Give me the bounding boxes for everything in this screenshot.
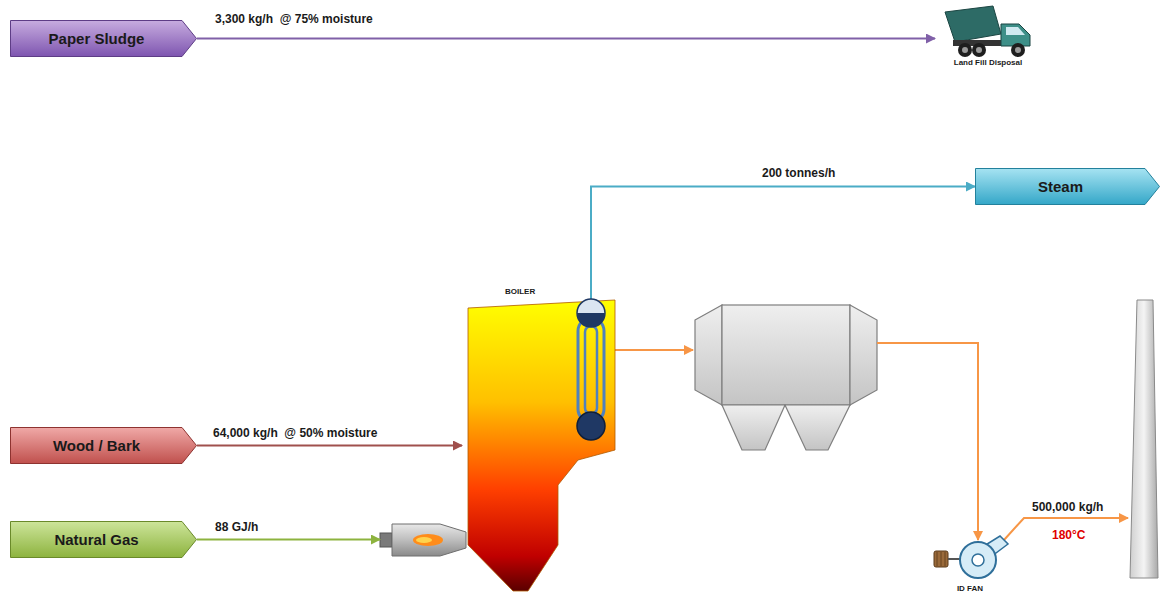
boiler: BOILER xyxy=(468,300,615,592)
flow-connector xyxy=(197,445,462,447)
landfill-truck: Land Fill Disposal xyxy=(935,4,1041,76)
flow-rate-label: 64,000 kg/h @ 50% moisture xyxy=(213,426,377,440)
equipment-label: BOILER xyxy=(505,287,535,296)
flow-rate-label: 3,300 kg/h @ 75% moisture xyxy=(215,12,373,26)
flow-connector xyxy=(197,539,380,541)
flow-connector xyxy=(591,187,975,301)
boiler-outline xyxy=(468,300,615,592)
equipment-label: ID FAN xyxy=(930,584,1010,593)
stream-name: Paper Sludge xyxy=(49,30,145,47)
flow-rate-label: 88 GJ/h xyxy=(215,520,258,534)
source-arrow-box: Natural Gas xyxy=(10,521,197,558)
id-fan: ID FAN xyxy=(930,534,1010,596)
stream-name: Wood / Bark xyxy=(53,437,140,454)
gas-burner xyxy=(380,524,466,556)
source-arrow-box: Paper Sludge xyxy=(10,20,197,57)
flow-rate-label: 200 tonnes/h xyxy=(762,166,835,180)
equipment-label: Land Fill Disposal xyxy=(935,58,1041,67)
flow-connector xyxy=(197,38,935,40)
flue-gas-line xyxy=(613,343,1128,540)
stack xyxy=(1130,300,1158,578)
source-arrow-box: Wood / Bark xyxy=(10,427,197,464)
stream-name: Steam xyxy=(1038,178,1083,195)
stream-name: Natural Gas xyxy=(54,531,138,548)
temperature-label: 180°C xyxy=(1052,528,1086,542)
precipitator xyxy=(695,305,877,450)
output-arrow-box: Steam xyxy=(975,168,1160,205)
flow-rate-label: 500,000 kg/h xyxy=(1032,500,1103,514)
